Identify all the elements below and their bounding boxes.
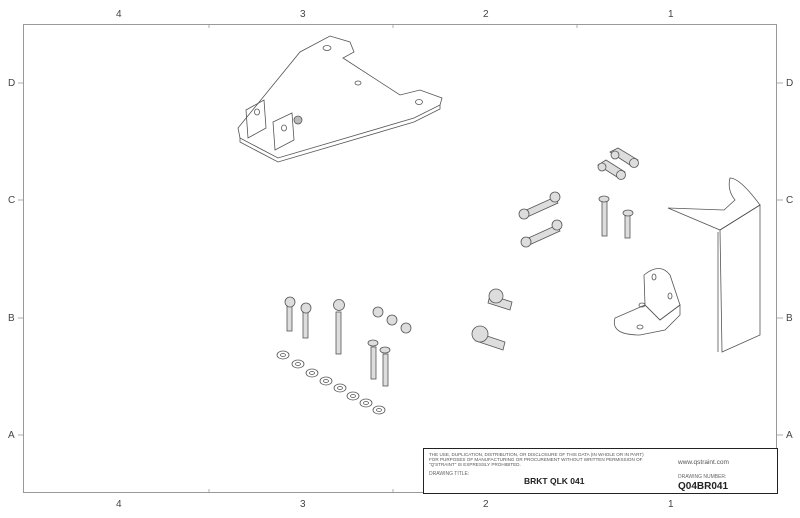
zone-col-bottom: 1: [668, 499, 674, 510]
zone-row-right: D: [786, 78, 794, 89]
zone-col-bottom: 2: [483, 499, 489, 510]
zone-col-bottom: 3: [300, 499, 306, 510]
drawing-title-label: DRAWING TITLE:: [429, 471, 470, 477]
zone-row-left: B: [8, 313, 15, 324]
drawing-number: Q04BR041: [678, 481, 729, 492]
legal-notice: THE USE, DUPLICATION, DISTRIBUTION, OR D…: [429, 452, 644, 467]
zone-row-left: A: [8, 430, 15, 441]
zone-col-top: 2: [483, 9, 489, 20]
zone-row-left: D: [8, 78, 16, 89]
zone-row-right: B: [786, 313, 793, 324]
drawing-border: [23, 24, 777, 493]
zone-ticks: [18, 24, 783, 493]
drawing-number-label: DRAWING NUMBER:: [678, 474, 727, 480]
zone-row-right: C: [786, 195, 794, 206]
zone-row-left: C: [8, 195, 16, 206]
hex-bolts: [471, 147, 639, 351]
washers: [276, 350, 386, 415]
zone-col-top: 3: [300, 9, 306, 20]
drawing-title: BRKT QLK 041: [524, 476, 585, 486]
title-block: THE USE, DUPLICATION, DISTRIBUTION, OR D…: [423, 448, 778, 494]
zone-row-right: A: [786, 430, 793, 441]
mounting-plate: [237, 35, 443, 163]
l-bracket: [613, 268, 681, 336]
zone-col-top: 4: [116, 9, 122, 20]
zone-col-top: 1: [668, 9, 674, 20]
website: www.qstraint.com: [678, 459, 729, 466]
hardware-group: [284, 296, 412, 387]
tall-bracket: [667, 177, 761, 353]
zone-col-bottom: 4: [116, 499, 122, 510]
